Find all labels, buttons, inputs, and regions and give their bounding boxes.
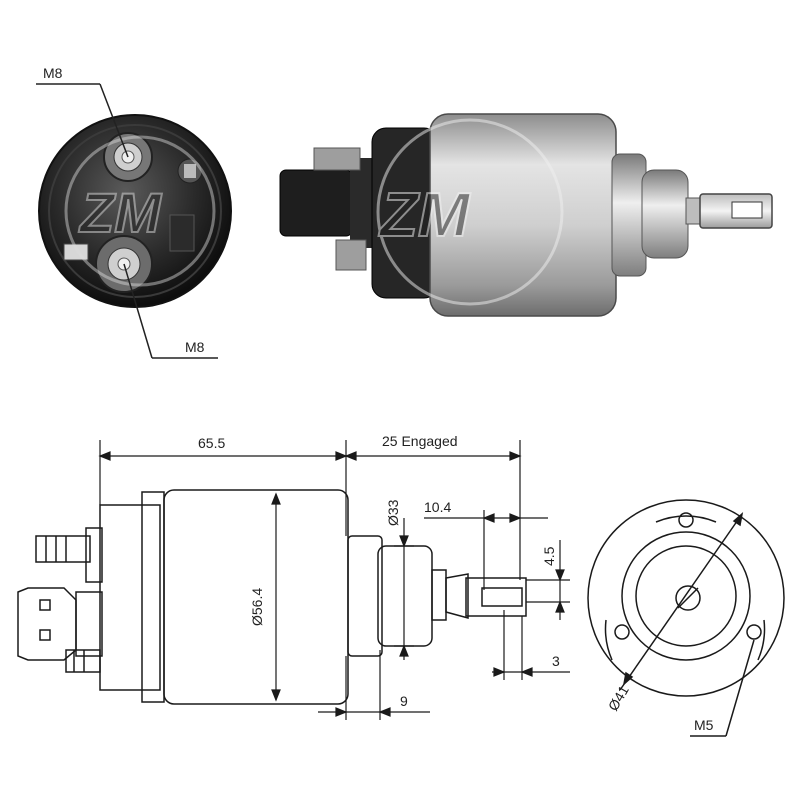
connector-plug [279,169,353,237]
dim-body-length: 65.5 [198,435,225,451]
label-m8-bottom: M8 [185,339,205,355]
dim-boss-diameter: Ø33 [385,499,401,526]
dimension-lines [98,440,570,720]
dim-slot-width: 4.5 [541,546,557,566]
front-step [611,153,647,277]
spade-terminal [169,158,203,252]
svg-text:ZM: ZM [378,181,471,250]
drawn-boss [347,535,383,657]
svg-text:ZM: ZM [78,181,162,244]
drawing-side [17,489,527,705]
dim-body-diameter: Ø56.4 [249,588,265,626]
photo-end-view: ZM [38,114,232,308]
watermark-logo-right: ZM [376,118,564,306]
m8-callouts: M8 M8 [36,65,218,359]
label-m5: M5 [694,717,714,733]
dim-boss-length: 9 [400,693,408,709]
label-m8-top: M8 [43,65,63,81]
photo-side-view: ZM [279,113,773,317]
dim-slot-offset: 3 [552,653,560,669]
dim-plunger-length: 10.4 [424,499,451,515]
dim-engaged-stroke: 25 Engaged [382,433,458,449]
watermark-logo-left: ZM [64,135,216,287]
dim-bolt-circle: Ø41 [605,682,632,713]
drawing-end-view [587,499,785,737]
